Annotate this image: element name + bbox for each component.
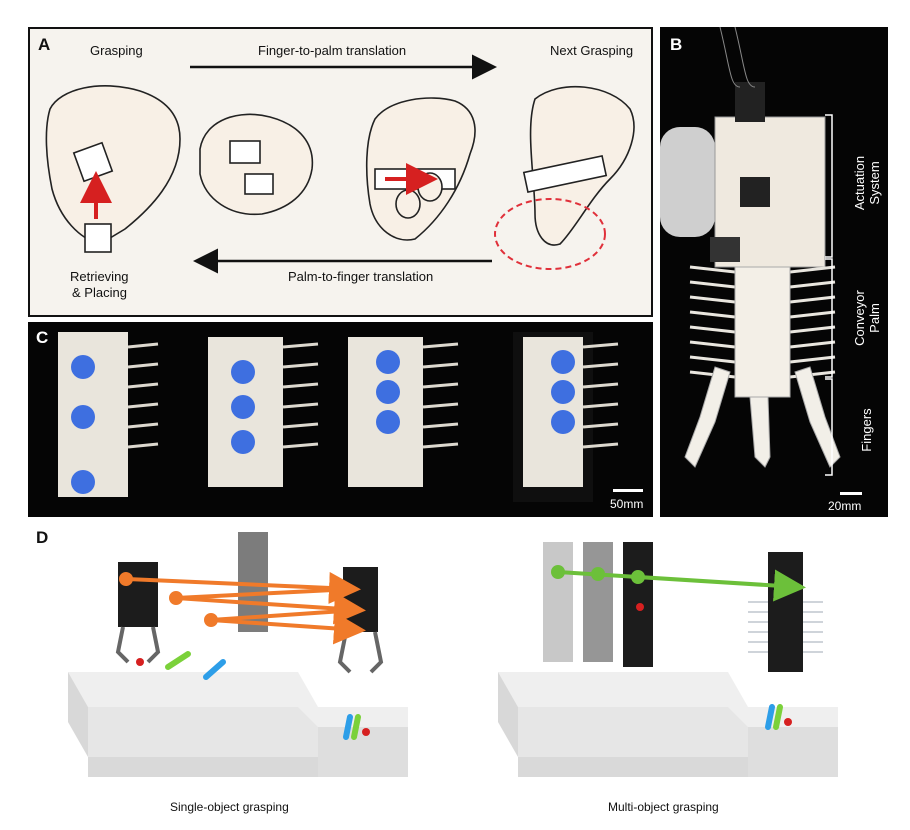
gripper-photo-3	[348, 337, 459, 487]
panel-c-label: C	[36, 328, 49, 347]
palm-to-finger-label: Palm-to-finger translation	[288, 269, 434, 284]
single-object-caption: Single-object grasping	[170, 800, 289, 814]
hand-illustration-4	[522, 85, 635, 246]
panel-c: C	[28, 322, 653, 517]
dashed-circle	[494, 198, 606, 270]
panel-c-photos	[58, 332, 619, 502]
panel-a-drawing	[45, 54, 635, 274]
multi-object-caption: Multi-object grasping	[608, 800, 719, 814]
multi-object-scene	[498, 542, 838, 777]
scale-label-20mm: 20mm	[828, 499, 862, 513]
panel-a: A Grasping Finger-to-palm translation Ne…	[28, 27, 653, 317]
conveyor-palm-label: Conveyor Palm	[852, 290, 882, 346]
actuation-system-label: Actuation System	[852, 155, 882, 211]
scale-label-50mm: 50mm	[610, 497, 644, 511]
retrieving-label-1: Retrieving	[70, 269, 129, 284]
hand-illustration-3	[365, 97, 476, 241]
robot-photo	[660, 26, 841, 476]
hand-illustration-1	[45, 85, 181, 253]
fingers-label: Fingers	[859, 408, 874, 452]
grasping-label: Grasping	[90, 43, 143, 58]
scale-bar-20mm	[840, 492, 862, 495]
panel-d-label: D	[36, 528, 49, 547]
retrieving-label-2: & Placing	[72, 285, 127, 300]
panel-b-label: B	[670, 35, 683, 54]
hand-illustration-2	[199, 113, 314, 216]
single-object-scene	[68, 532, 408, 777]
panel-a-label: A	[38, 35, 51, 54]
panel-b: B Actuation System Conve	[660, 26, 888, 517]
panel-d: D	[28, 522, 898, 822]
scale-bar-50mm	[613, 489, 643, 492]
panel-d-scene	[68, 532, 838, 777]
finger-to-palm-label: Finger-to-palm translation	[258, 43, 407, 58]
gripper-photo-2	[208, 337, 319, 487]
gripper-photo-4	[513, 332, 619, 502]
gripper-photo-1	[58, 332, 159, 497]
next-grasping-label: Next Grasping	[550, 43, 634, 58]
